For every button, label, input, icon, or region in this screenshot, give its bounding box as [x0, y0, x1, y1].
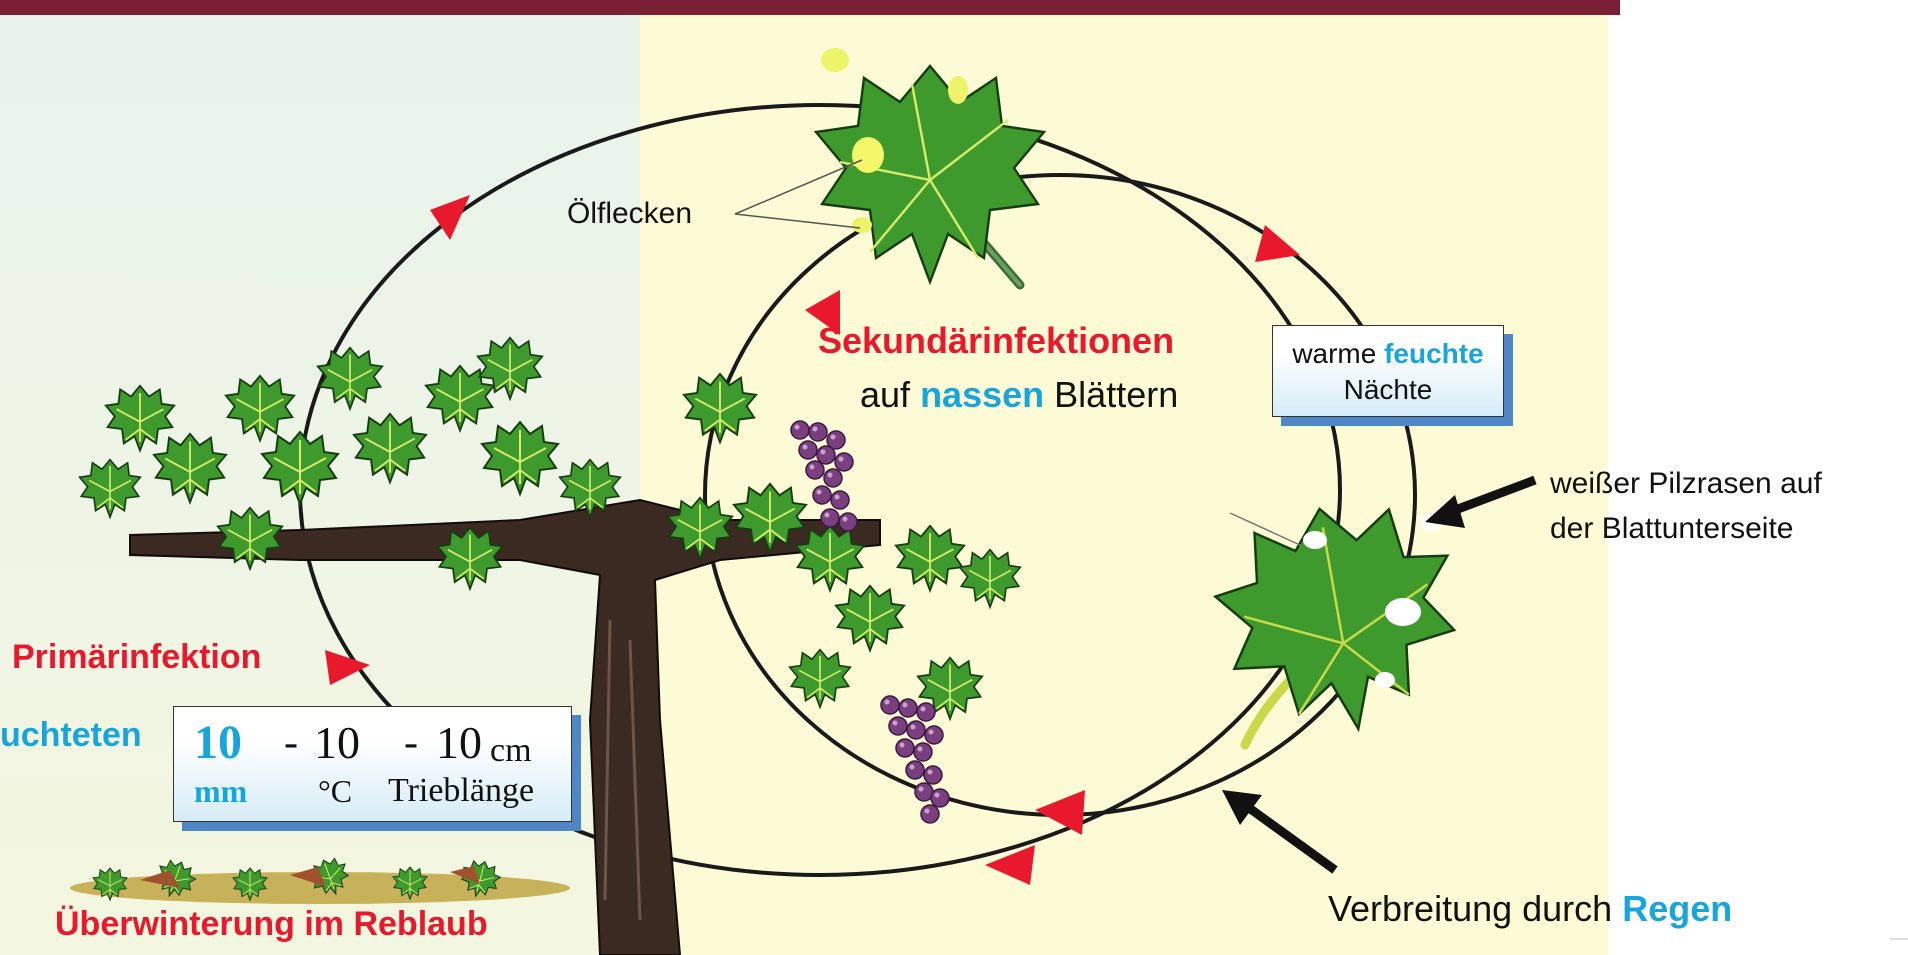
night-line1: warme feuchte — [1273, 338, 1503, 370]
sekundaer-subtitle: auf nassen Blättern — [860, 374, 1178, 415]
sekundaer-pre: auf — [860, 374, 910, 415]
primaer-label: Primärinfektion — [12, 638, 261, 677]
rule-length-value: 10 — [436, 717, 482, 770]
night-line2: Nächte — [1273, 374, 1503, 406]
rule-temp-unit: °C — [318, 773, 352, 810]
sekundaer-title: Sekundärinfektionen — [818, 320, 1174, 361]
rule-rain-value: 10 — [194, 715, 242, 770]
rule-sep2: - — [404, 719, 418, 767]
rule-length-unit: cm — [490, 731, 532, 770]
header-bar — [0, 0, 1620, 15]
rule-length-label: Trieblänge — [388, 771, 534, 810]
rule-rain-unit: mm — [194, 773, 247, 810]
bottom-divider — [1890, 938, 1908, 940]
pilzrasen-line1: weißer Pilzrasen auf — [1550, 467, 1822, 502]
rule-sep1: - — [284, 719, 298, 767]
rule-temp-value: 10 — [314, 717, 360, 770]
pilzrasen-line2: der Blattunterseite — [1550, 512, 1793, 547]
sekundaer-post: Blättern — [1054, 374, 1178, 415]
ten-ten-ten-rule-box: 10 - 10 - 10 cm mm °C Trieblänge — [173, 706, 572, 822]
oelflecken-label: Ölflecken — [567, 197, 692, 232]
background-right — [640, 15, 1608, 955]
verbreitung-pre: Verbreitung durch — [1328, 888, 1612, 929]
night-humid: feuchte — [1384, 338, 1484, 369]
ueberwinterung-label: Überwinterung im Reblaub — [55, 905, 488, 944]
befeuchteten-label: uchteten — [0, 716, 142, 755]
verbreitung-rain: Regen — [1622, 888, 1732, 929]
night-warm: warme — [1292, 338, 1376, 369]
verbreitung-label: Verbreitung durch Regen — [1328, 888, 1732, 929]
night-condition-box: warme feuchte Nächte — [1272, 325, 1504, 417]
sekundaer-wet: nassen — [920, 374, 1044, 415]
